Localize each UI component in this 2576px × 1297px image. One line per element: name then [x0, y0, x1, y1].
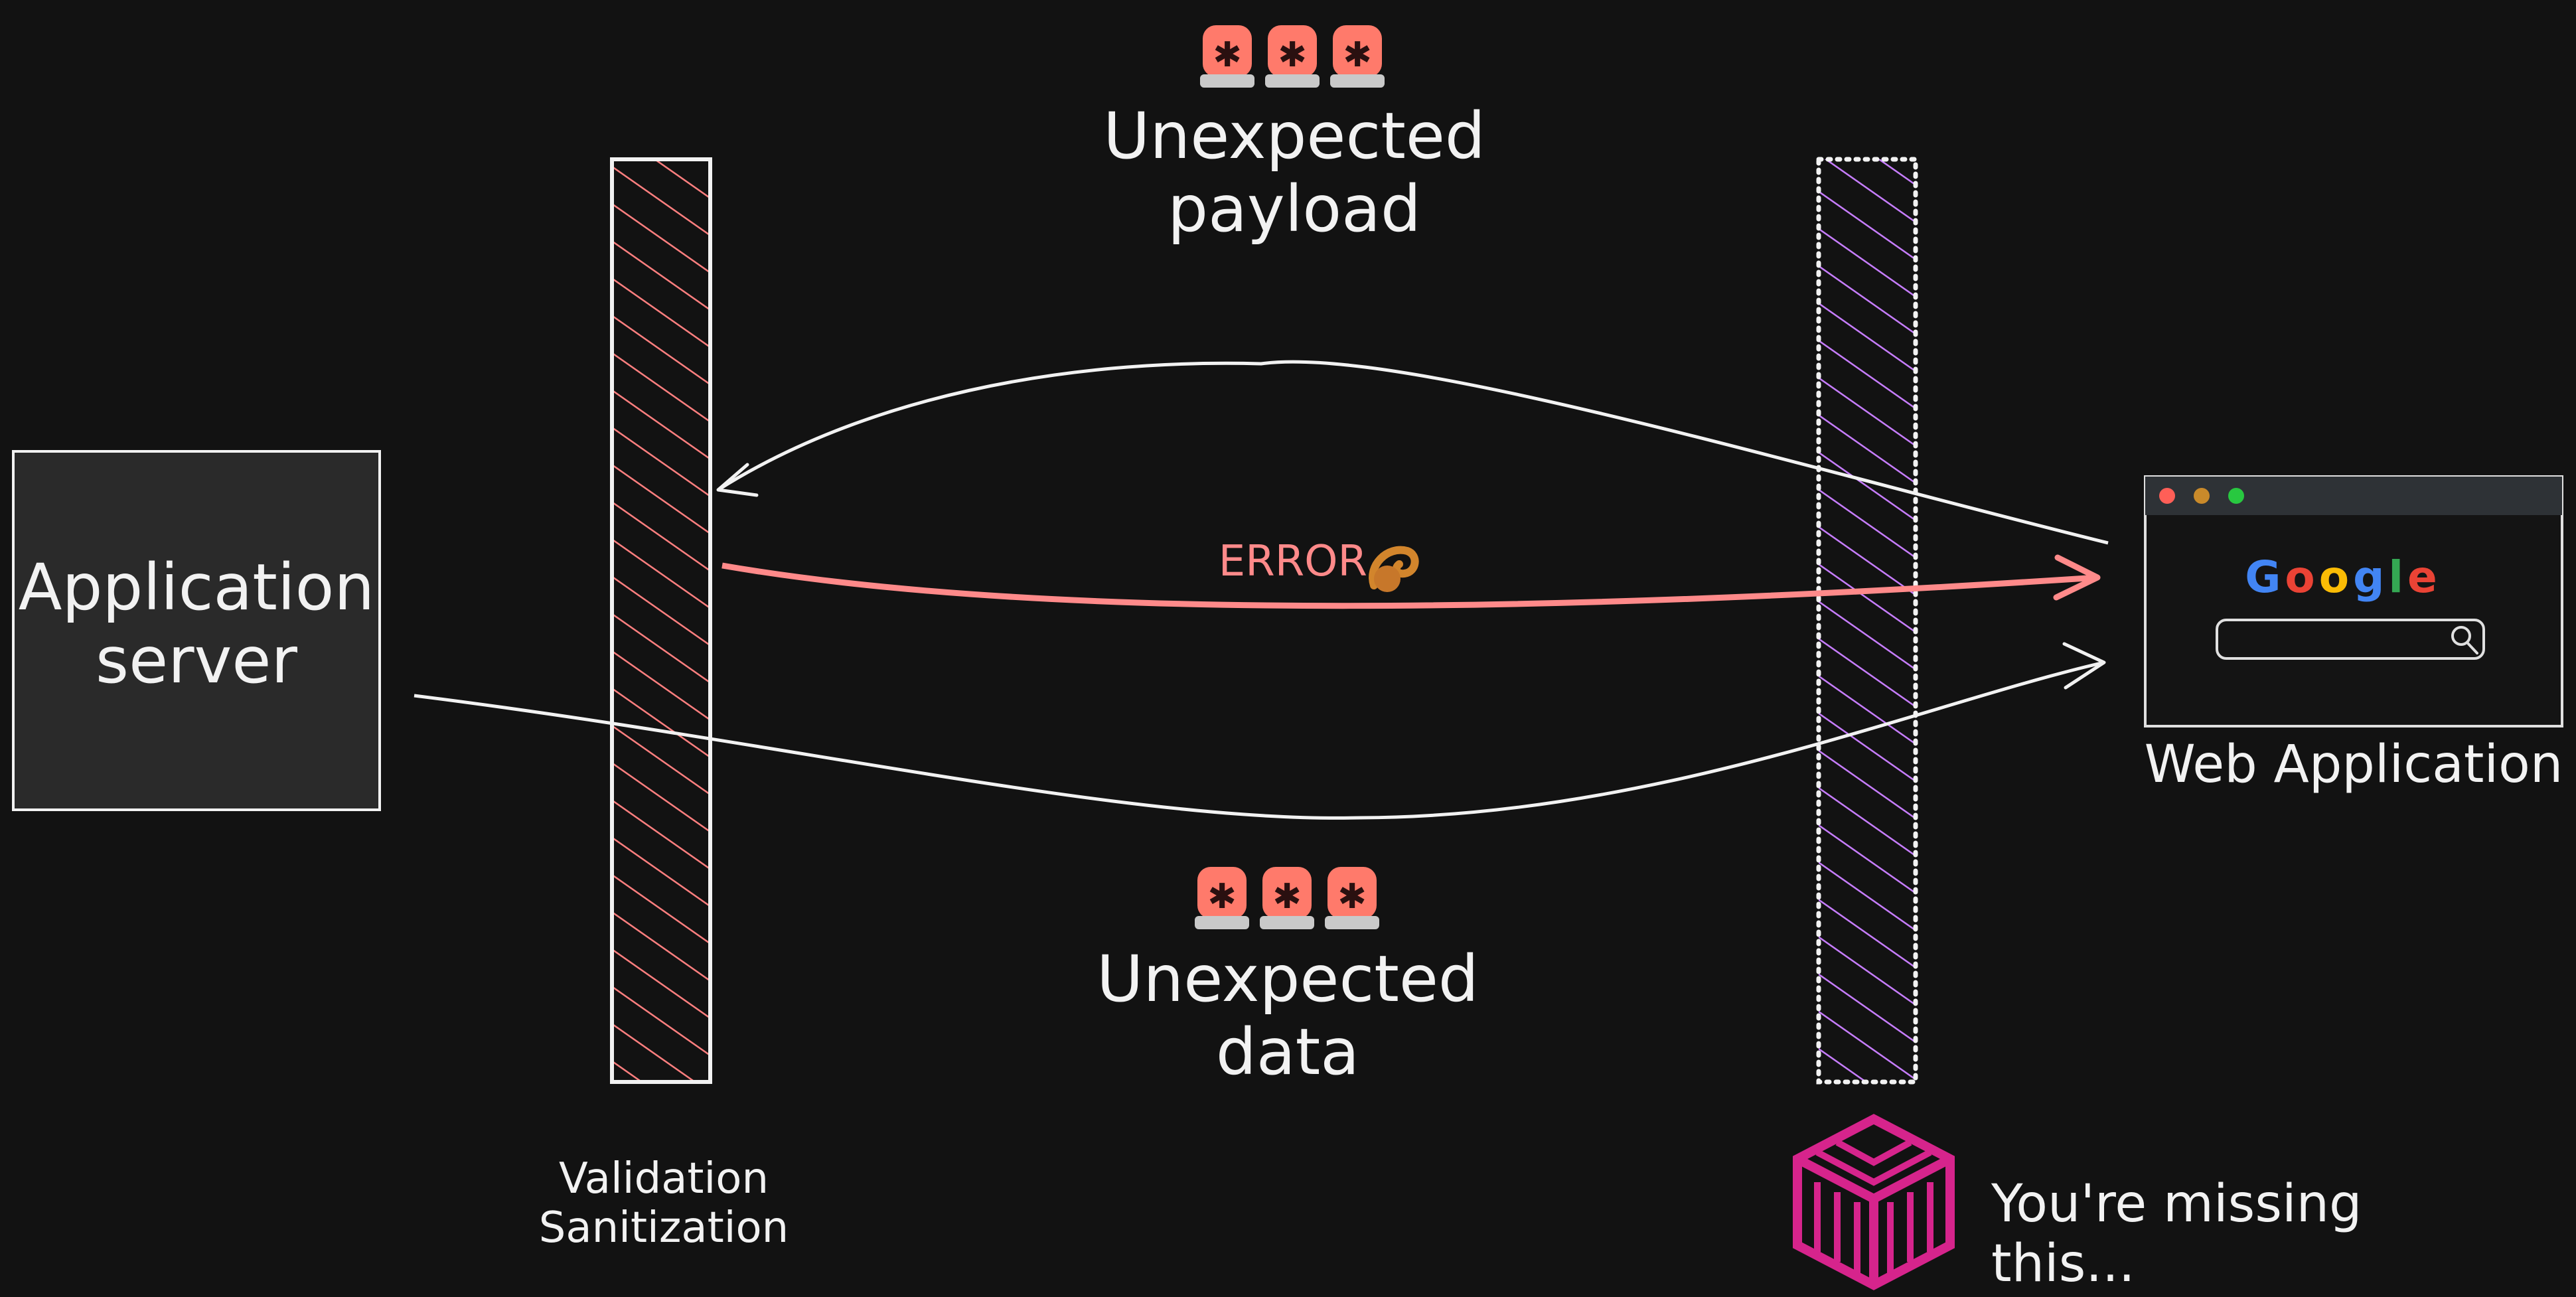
google-wordmark: Google [2245, 552, 2441, 603]
app-server-label: Application server [18, 550, 375, 698]
pinching-hand-icon [1369, 546, 1419, 592]
svg-text:✱: ✱ [1213, 35, 1242, 75]
web-app-browser [2144, 475, 2563, 727]
siren-icon: ✱ [1200, 25, 1254, 88]
maximize-dot-icon [2228, 488, 2244, 504]
siren-icon: ✱ [1265, 25, 1320, 88]
search-input[interactable] [2216, 619, 2485, 660]
missing-wall [1816, 157, 1918, 1085]
unexpected-payload-label: Unexpected payload [1103, 99, 1485, 247]
validation-wall [610, 157, 712, 1084]
web-app-label: Web Application [2144, 735, 2563, 795]
svg-text:✱: ✱ [1272, 877, 1302, 917]
svg-text:✱: ✱ [1343, 35, 1372, 75]
close-dot-icon [2159, 488, 2175, 504]
google-logo: Google [2190, 552, 2496, 603]
payload-arrow [717, 360, 2109, 545]
siren-icon: ✱ [1195, 867, 1249, 929]
data-arrow [414, 660, 2105, 820]
error-label: ERROR [1218, 537, 1367, 586]
unexpected-data-label: Unexpected data [1097, 942, 1479, 1090]
svg-text:✱: ✱ [1278, 35, 1307, 75]
validation-label: Validation Sanitization [538, 1154, 789, 1253]
svg-text:✱: ✱ [1337, 877, 1367, 917]
google-letter: o [2285, 552, 2319, 603]
cube-logo-icon [1793, 1114, 1955, 1290]
siren-icon: ✱ [1330, 25, 1385, 88]
app-server-box [12, 450, 381, 811]
google-letter: l [2388, 552, 2407, 603]
minimize-dot-icon [2194, 488, 2210, 504]
siren-icon: ✱ [1325, 867, 1379, 929]
google-letter: e [2407, 552, 2441, 603]
google-letter: o [2318, 552, 2354, 603]
magnifier-icon [2451, 626, 2478, 654]
siren-icon: ✱ [1260, 867, 1314, 929]
svg-text:✱: ✱ [1207, 877, 1237, 917]
google-letter: G [2245, 552, 2285, 603]
google-letter: g [2353, 552, 2389, 603]
missing-label: You're missing this... [1991, 1174, 2362, 1294]
error-arrow [721, 562, 2098, 609]
